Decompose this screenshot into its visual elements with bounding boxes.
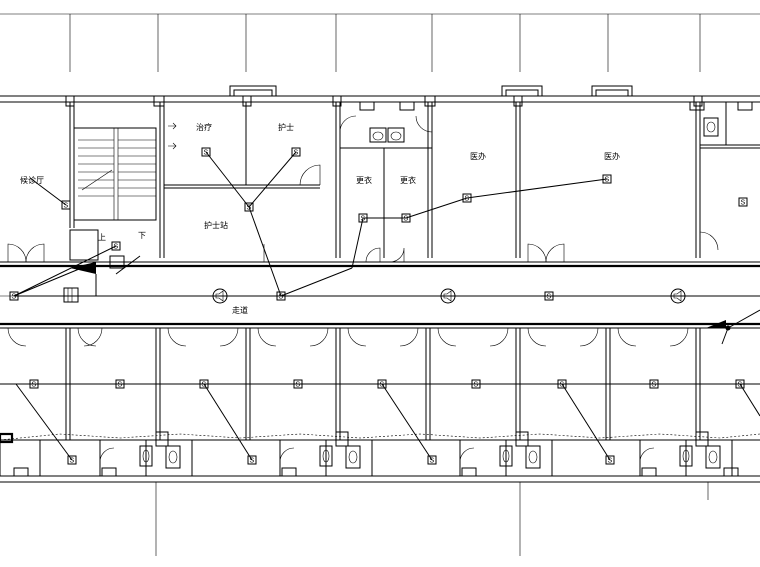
- corridor: 走道: [0, 262, 760, 328]
- svg-text:S: S: [202, 382, 207, 389]
- lower-bathrooms: [0, 431, 760, 477]
- svg-text:S: S: [474, 382, 479, 389]
- svg-text:S: S: [64, 203, 69, 210]
- svg-text:S: S: [12, 294, 17, 301]
- wiring: [0, 151, 760, 461]
- switch-icon: S: [649, 379, 659, 389]
- svg-text:S: S: [247, 205, 252, 212]
- switch-icon: S: [29, 379, 39, 389]
- grid-lines-top: [0, 13, 760, 72]
- switch-icon: S: [462, 193, 472, 203]
- arrow-icon: [168, 122, 177, 130]
- switch-icon: S: [293, 379, 303, 389]
- switch-icon: S: [276, 291, 286, 301]
- switch-icon: S: [544, 291, 554, 301]
- switch-icon: S: [9, 291, 19, 301]
- room-label-doctor-1: 医办: [470, 151, 486, 161]
- svg-text:S: S: [430, 458, 435, 465]
- svg-text:S: S: [652, 382, 657, 389]
- switch-icon: S: [735, 379, 745, 389]
- room-label-nurse: 护士: [278, 122, 294, 132]
- stair-up-label: 上: [98, 233, 106, 242]
- switch-icon: S: [557, 379, 567, 389]
- upper-fixtures: [359, 101, 753, 143]
- svg-text:S: S: [465, 196, 470, 203]
- upper-partitions: [69, 102, 760, 258]
- svg-text:S: S: [738, 382, 743, 389]
- svg-text:S: S: [404, 216, 409, 223]
- junction-dot: [725, 325, 731, 331]
- room-label-treatment: 治疗: [196, 122, 212, 132]
- switch-icon: S: [199, 379, 209, 389]
- upper-doors: [7, 115, 719, 263]
- svg-text:S: S: [605, 177, 610, 184]
- room-label-doctor-2: 医办: [604, 151, 620, 161]
- svg-text:S: S: [32, 382, 37, 389]
- corridor-label: 走道: [232, 305, 248, 315]
- svg-text:S: S: [279, 294, 284, 301]
- svg-text:S: S: [608, 458, 613, 465]
- lower-doors: [7, 327, 689, 347]
- room-label-change-2: 更衣: [400, 175, 416, 185]
- switch-icon: S: [67, 455, 77, 465]
- room-label-change-1: 更衣: [356, 175, 372, 185]
- switch-icon: S: [247, 455, 257, 465]
- switch-icon: S: [605, 455, 615, 465]
- svg-text:S: S: [70, 458, 75, 465]
- svg-text:S: S: [296, 382, 301, 389]
- svg-text:S: S: [380, 382, 385, 389]
- svg-text:S: S: [741, 200, 746, 207]
- room-label-nurse-station: 护士站: [204, 220, 228, 230]
- switch-icon: S: [471, 379, 481, 389]
- svg-text:S: S: [294, 150, 299, 157]
- svg-text:S: S: [361, 216, 366, 223]
- svg-text:S: S: [114, 244, 119, 251]
- switch-icon: S: [377, 379, 387, 389]
- svg-text:S: S: [118, 382, 123, 389]
- switch-icon: S: [738, 197, 748, 207]
- stair-down-label: 下: [138, 231, 146, 240]
- switches: S S S S S S S S S S S S S S S S S S S S …: [9, 147, 748, 465]
- switch-icon: S: [602, 174, 612, 184]
- switch-icon: S: [427, 455, 437, 465]
- svg-text:S: S: [547, 294, 552, 301]
- switch-icon: S: [291, 147, 301, 157]
- switch-icon: S: [401, 213, 411, 223]
- switch-icon: S: [111, 241, 121, 251]
- svg-text:S: S: [204, 150, 209, 157]
- svg-text:S: S: [250, 458, 255, 465]
- switch-icon: S: [61, 200, 71, 210]
- switch-icon: S: [201, 147, 211, 157]
- switch-icon: S: [115, 379, 125, 389]
- stairwell: 上 下: [69, 127, 157, 269]
- switch-icon: S: [244, 202, 254, 212]
- svg-text:S: S: [560, 382, 565, 389]
- switch-icon: S: [358, 213, 368, 223]
- arrow-icon: [168, 142, 177, 150]
